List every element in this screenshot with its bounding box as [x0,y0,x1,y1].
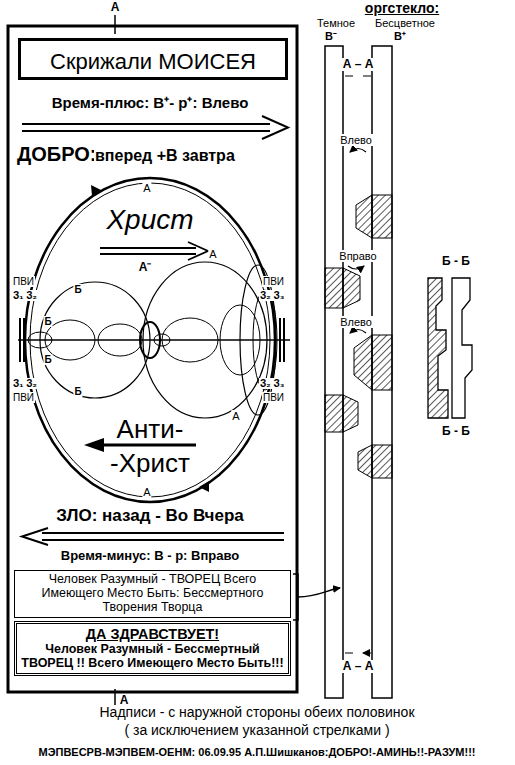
section-view [452,278,472,418]
direction-arrow [350,149,366,153]
section-label: А – А [342,660,375,673]
field-ellipse [162,318,218,362]
point-label: А [231,410,240,422]
polarity-label: В⁺ [393,30,407,42]
direction-label: Вправо [338,250,377,262]
zone-label: З₂ З₃ [259,290,285,301]
arrow-head [84,438,104,452]
text-box: ДА ЗДРАВСТВУЕТ!Человек Разумный - Бессме… [14,621,291,676]
zone-label: ПВИ [12,392,35,403]
point-label: А⁻ [138,261,153,274]
section-hatch [343,395,358,432]
field-ellipse [40,282,150,398]
time-arrow [22,528,284,545]
heading-label: ДОБРО: [16,143,97,165]
heading-label: вперед +В завтра [94,147,236,165]
point-label: А [208,248,217,260]
note: ( за исключением указанной стрелками ) [123,723,390,738]
field-ellipse [253,290,277,390]
note: Надписи - с наружной стороны обеих полов… [98,705,415,720]
section-hatch [358,445,372,478]
side-label: Темное [316,17,356,29]
zone-label: З₁ З₂ [12,378,38,389]
section-hatch [372,445,392,478]
field-ellipse [98,324,142,356]
time-arrow [22,116,288,139]
direction-arrow [350,330,366,334]
direction-label: Влево [339,134,373,146]
point-label: Б [73,284,82,295]
side-label: Бесцветное [374,17,436,29]
field-ellipse [143,262,267,418]
leader-line [298,588,340,597]
zone-label: З₁ З₂ [12,290,38,301]
ellipse-outline [30,183,270,497]
point-label: А [142,182,151,194]
section-hatch [356,195,372,238]
point-label: А [142,486,151,498]
title-text: Скрижали МОИСЕЯ [50,44,256,79]
section-hatch [372,335,392,390]
text-box: Человек Разумный - ТВОРЕЦ Всего Имеющего… [14,570,291,618]
end-bar [20,318,284,362]
time-label: Время-минус: В - р: Вправо [60,549,240,563]
ellipse-region: ХристАнти- -Христ [23,176,277,504]
section-hatch [325,268,343,308]
point-label: Б [43,354,52,365]
figure-name: Христ [106,204,193,236]
point-label: Б [73,386,82,397]
direction-arrow [100,242,208,260]
zone-label: З₂ З₃ [259,378,285,389]
section-hatch [325,395,343,432]
title-box: Скрижали МОИСЕЯ [18,38,288,80]
direction-arrow [348,266,364,269]
field-ellipse [28,332,52,348]
ellipse-outline [25,178,275,502]
material-heading: оргстекло: [364,1,440,16]
outer-frame [8,26,297,692]
footer-line: МЭПВЕСРВ-МЭПВЕМ-ОЕНМ: 06.09.95 А.П.Шишка… [37,746,476,758]
box-text: Человек Разумный - ТВОРЕЦ Всего Имеющего… [19,573,286,615]
box-text: Человек Разумный - Бессмертный ТВОРЕЦ !!… [21,643,284,671]
section-label: Б - Б [441,425,471,438]
bracket [293,574,298,620]
point-label: Б [43,316,52,327]
section-hatch [354,335,372,390]
box-heading: ДА ЗДРАВСТВУЕТ! [21,626,284,643]
view-arrow [345,76,371,653]
section-hatch [343,268,360,308]
section-tick [114,15,116,34]
figure-name: Анти- -Христ [110,412,190,480]
polarity-label: В⁻ [324,30,338,42]
heading-label: ЗЛО: назад - Во Вчера [55,507,244,526]
time-label: Время-плюс: В⁺- р⁺: Влево [51,95,250,112]
zone-label: ПВИ [262,392,285,403]
section-label: А – А [342,58,375,71]
section-mark: А [110,1,121,14]
section-hatch [372,195,392,238]
direction-label: Влево [339,316,373,328]
zone-label: ПВИ [262,276,285,287]
glass-strip [372,46,392,698]
section-view [428,278,448,418]
zone-label: ПВИ [12,276,35,287]
section-label: Б - Б [441,255,471,268]
